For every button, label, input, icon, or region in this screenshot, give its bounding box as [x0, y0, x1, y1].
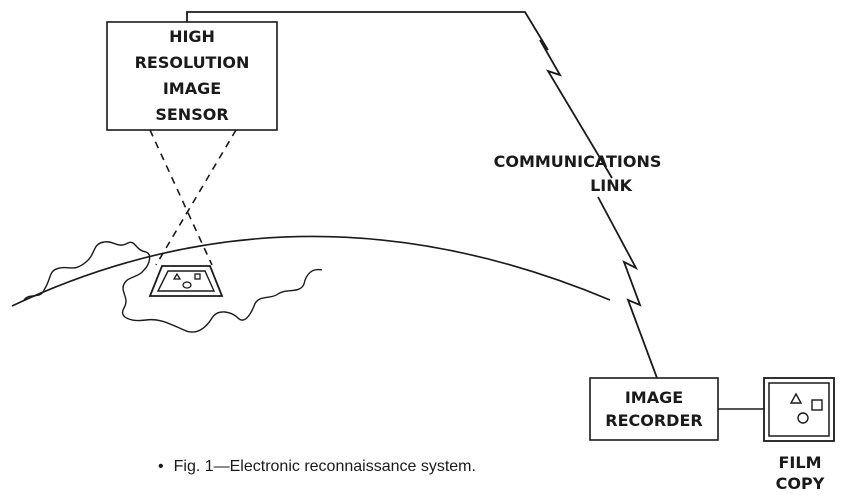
coastline — [23, 240, 323, 333]
link-line-bottom — [597, 196, 658, 379]
caption-bullet: • — [158, 458, 164, 475]
link-line-top — [186, 11, 613, 179]
fov-line-right — [155, 129, 237, 266]
link-label-line: COMMUNICATIONS — [493, 152, 662, 171]
square-icon — [194, 273, 201, 280]
ground-patch — [148, 265, 224, 297]
film-label: FILM COPY — [760, 452, 840, 494]
sensor-box — [106, 21, 278, 131]
sensor-label-line: HIGH — [169, 27, 215, 46]
sensor-label: HIGH RESOLUTION IMAGE SENSOR — [107, 24, 277, 128]
link-label: COMMUNICATIONS LINK — [485, 150, 670, 198]
circle-icon — [797, 412, 809, 424]
triangle-icon — [172, 272, 182, 280]
film-label-line: FILM — [778, 453, 822, 472]
triangle-icon — [789, 392, 803, 404]
earth-horizon — [11, 235, 611, 307]
fov-line-left — [149, 129, 213, 266]
film-label-line: COPY — [775, 474, 825, 493]
film-copy — [763, 377, 835, 442]
recorder-label-line: RECORDER — [605, 411, 703, 430]
caption-text: Fig. 1—Electronic reconnaissance system. — [173, 458, 476, 475]
link-label-line: LINK — [590, 176, 632, 195]
figure-caption: • Fig. 1—Electronic reconnaissance system… — [158, 458, 476, 476]
sensor-label-line: SENSOR — [155, 105, 229, 124]
recorder-box — [589, 377, 719, 441]
square-icon — [811, 399, 823, 411]
recorder-label: IMAGE RECORDER — [590, 386, 718, 432]
sensor-label-line: RESOLUTION — [134, 53, 250, 72]
circle-icon — [182, 281, 192, 289]
recorder-label-line: IMAGE — [624, 388, 684, 407]
sensor-label-line: IMAGE — [162, 79, 222, 98]
